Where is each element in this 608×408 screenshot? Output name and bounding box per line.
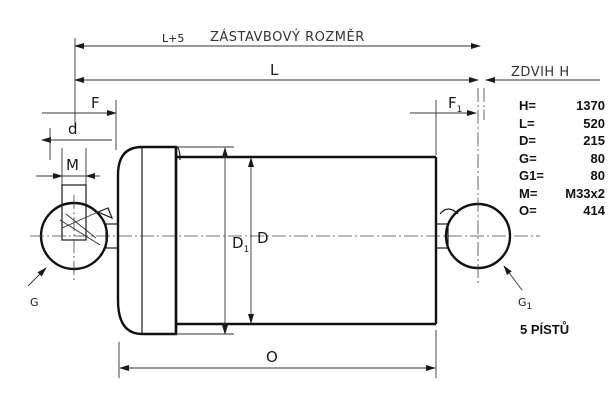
spec-table: H=1370 L=520 D=215 G=80 G1=80 M=M33x2 O=… — [519, 97, 605, 220]
left-eye-joint — [30, 184, 540, 280]
cylinder-body — [105, 145, 449, 336]
d-dimension: d — [41, 120, 112, 160]
g-callout: G — [27, 267, 47, 309]
d-outer-dimension: D — [248, 157, 269, 324]
f-label: F — [91, 94, 100, 112]
f1-dimension: F1 — [410, 94, 477, 155]
spec-row-g: G=80 — [519, 150, 605, 166]
g-label: G — [30, 296, 39, 309]
length-l-dimension: L — [74, 61, 479, 83]
d-outer-label: D — [257, 229, 269, 247]
mounting-length-dimension: L+5 ZÁSTAVBOVÝ ROZMĚR — [74, 29, 481, 128]
m-label: M — [66, 156, 79, 174]
d1-dimension: D1 — [176, 146, 249, 335]
mounting-title: ZÁSTAVBOVÝ ROZMĚR — [210, 29, 365, 45]
spec-row-g1: G1=80 — [519, 168, 605, 183]
right-eye-joint — [439, 88, 512, 285]
length-l-label: L — [270, 61, 279, 79]
f-dimension: F — [42, 94, 117, 150]
mounting-length-label: L+5 — [162, 32, 184, 45]
f1-label: F1 — [448, 94, 462, 115]
stroke-label: ZDVIH H — [511, 65, 570, 80]
spec-row-m: M=M33x2 — [519, 185, 605, 201]
g1-callout: G1 — [503, 265, 532, 312]
o-label: O — [266, 348, 278, 366]
stage-count: 5 PÍSTŮ — [520, 322, 570, 337]
spec-row-o: O=414 — [519, 203, 605, 218]
g1-label: G1 — [518, 296, 532, 312]
spec-row-h: H=1370 — [519, 98, 605, 113]
d-label: d — [68, 120, 78, 138]
o-dimension: O — [118, 330, 437, 378]
spec-row-l: L=520 — [519, 115, 605, 131]
spec-row-d: D=215 — [519, 133, 605, 148]
m-dimension: M — [36, 148, 100, 236]
d1-label: D1 — [232, 234, 249, 255]
stroke-dimension: ZDVIH H — [485, 65, 600, 83]
